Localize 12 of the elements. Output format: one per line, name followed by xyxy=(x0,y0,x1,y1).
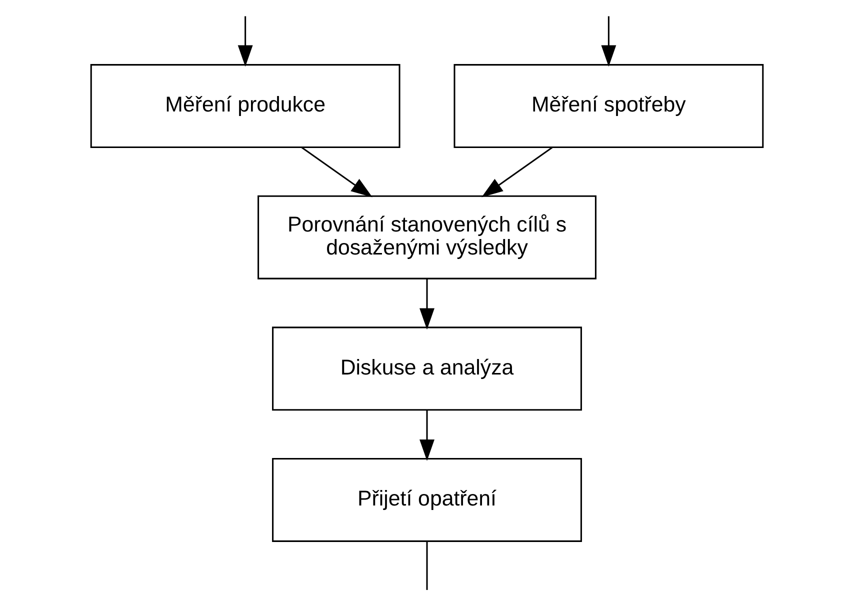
arrow xyxy=(600,16,616,67)
node-box: Měření produkce xyxy=(90,64,400,148)
arrow xyxy=(300,146,372,198)
arrow xyxy=(481,146,552,198)
node-box: Diskuse a analýza xyxy=(272,326,582,411)
node-box: Měření spotřeby xyxy=(453,64,764,148)
node-box: Přijetí opatření xyxy=(272,458,582,542)
arrow xyxy=(419,410,434,461)
node-box: Porovnání stanovených cílů s dosaženými výsledky xyxy=(257,195,596,280)
connector xyxy=(426,542,428,590)
arrow xyxy=(419,278,434,330)
arrow xyxy=(237,16,252,67)
